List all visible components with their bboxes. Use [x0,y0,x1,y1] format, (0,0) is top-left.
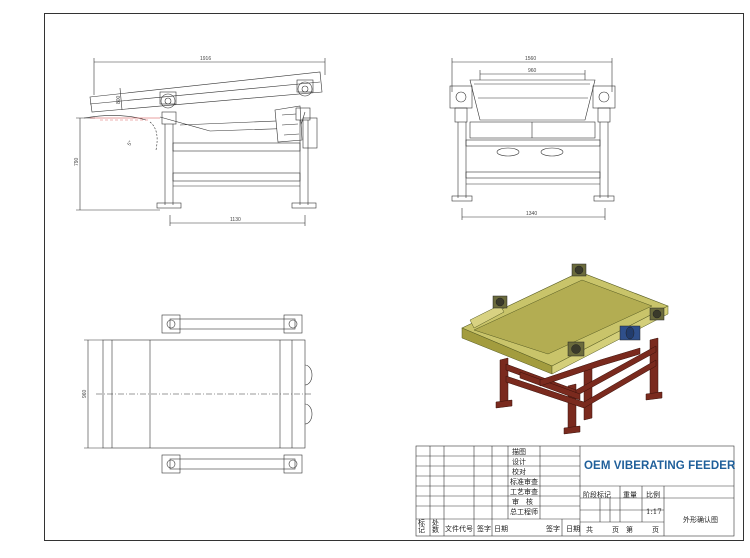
footer-doc-code: 文件代号 [445,525,473,533]
isometric-view [461,263,669,435]
dim-side-incline: 800 [116,95,122,104]
scale-value: 1:17 [646,508,662,516]
footer-sign: 签字 [477,525,491,533]
dim-side-height: 790 [74,157,80,166]
total-label: 共 [586,526,593,534]
drawing-title: OEM VIBERATING FEEDER [584,460,736,472]
footer-count: 处数 [432,519,439,534]
dim-side-length: 1916 [200,56,211,62]
sign-row-process: 工艺审查 [510,488,538,496]
front-view [449,58,616,220]
dim-side-angle: 5° [127,140,135,147]
dim-front-inner: 960 [528,68,537,74]
no-label: 第 [626,526,633,534]
sheet-label: 页 [612,526,619,534]
title-block-grid [415,445,735,537]
drawing-name: 外形确认图 [683,516,718,524]
stage-label: 阶段标记 [583,491,611,499]
sign-row-design: 设计 [512,458,526,466]
side-view [76,58,326,226]
sign-row-trace: 描图 [512,448,526,456]
dim-front-width: 1560 [525,56,536,62]
footer-date-2: 日期 [566,525,580,533]
footer-sign-2: 签字 [546,525,560,533]
weight-label: 重量 [623,491,637,499]
drawing-frame [44,13,744,541]
sign-row-standard: 标准审查 [510,478,538,486]
sign-row-check: 校对 [512,468,526,476]
sign-row-audit: 审 核 [512,498,533,506]
sheet-label-2: 页 [652,526,659,534]
sign-row-chief: 总工程师 [510,508,538,516]
scale-label: 比例 [646,491,660,499]
dim-side-base: 1130 [230,217,241,223]
footer-mark: 标记 [418,519,425,534]
plan-view [84,314,313,474]
footer-date: 日期 [494,525,508,533]
dim-plan-width: 960 [82,389,88,398]
dim-front-base: 1340 [526,211,537,217]
